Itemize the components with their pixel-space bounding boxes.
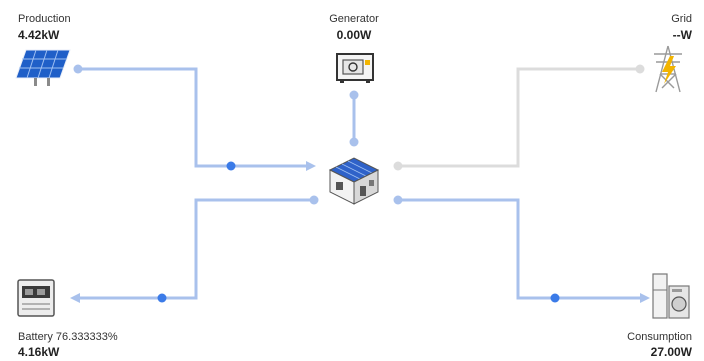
grid-endpoint-dot [635, 64, 645, 74]
grid-flow-line [398, 67, 640, 168]
production-value: 4.42kW [18, 28, 60, 42]
generator-icon[interactable] [334, 48, 376, 84]
consumption-label: Consumption [627, 331, 692, 343]
battery-flow-line [74, 198, 314, 300]
solar-panel-icon[interactable] [14, 48, 72, 88]
battery-cabinet-icon[interactable] [16, 276, 56, 320]
consumption-flow-dot [550, 293, 560, 303]
production-endpoint-dot [73, 64, 83, 74]
consumption-flow-line [398, 198, 644, 300]
grid-label: Grid [671, 13, 692, 25]
generator-label: Generator [329, 13, 379, 25]
battery-value: 4.16kW [18, 345, 60, 359]
battery-label: Battery 76.333333% [18, 331, 118, 343]
consumption-value: 27.00W [650, 345, 692, 359]
grid-value: --W [672, 28, 692, 42]
appliances-icon[interactable] [650, 272, 692, 322]
house-icon[interactable] [322, 148, 384, 206]
generator-value: 0.00W [336, 28, 372, 42]
generator-top-dot [349, 90, 359, 100]
consumption-home-dot [393, 195, 403, 205]
battery-arrow-head [70, 293, 80, 303]
battery-flow-dot [157, 293, 167, 303]
consumption-arrow-head [640, 293, 650, 303]
grid-home-dot [393, 161, 403, 171]
production-arrow-head [306, 161, 316, 171]
grid-tower-icon[interactable] [650, 44, 686, 94]
production-flow-line [78, 67, 312, 168]
battery-home-dot [309, 195, 319, 205]
generator-bottom-dot [349, 137, 359, 147]
production-label: Production [18, 13, 71, 25]
production-flow-dot [226, 161, 236, 171]
